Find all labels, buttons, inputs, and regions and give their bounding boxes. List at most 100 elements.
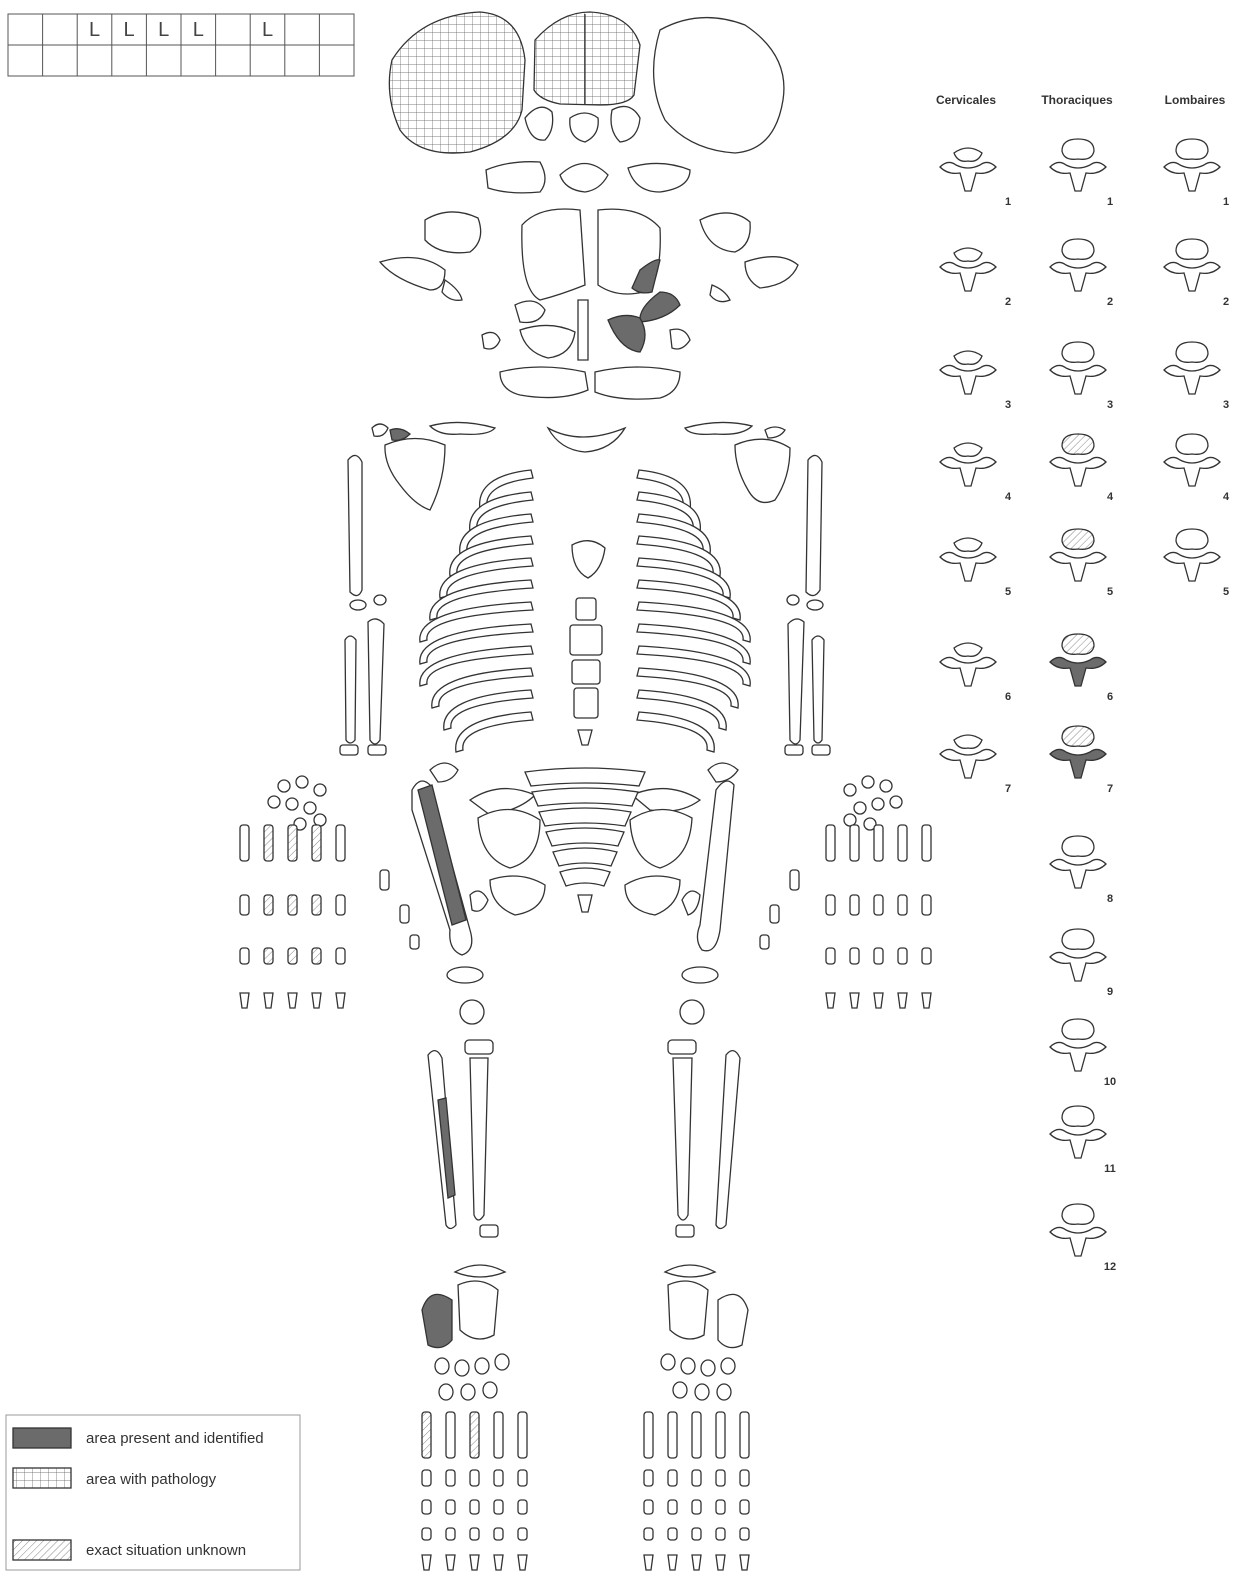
vertebral-body [1062, 726, 1094, 746]
vertebral-body [1062, 929, 1094, 949]
vertebral-arch [1050, 749, 1106, 778]
vertebra-number: 6 [1005, 691, 1011, 703]
tarsal [673, 1382, 687, 1398]
vertebra-number: 10 [1104, 1076, 1116, 1088]
carpal [854, 802, 866, 814]
calcaneus [668, 1281, 708, 1339]
phalanx [716, 1470, 725, 1486]
phalanx [240, 895, 249, 915]
phalanx [312, 993, 321, 1008]
vertebra-number: 5 [1005, 586, 1011, 598]
tarsal [681, 1358, 695, 1374]
phalanx [668, 1500, 677, 1514]
vertebra-number: 9 [1107, 986, 1113, 998]
thorax [372, 422, 790, 752]
right-scapula [735, 439, 790, 502]
phalanx [470, 1528, 479, 1540]
metacarpal [264, 825, 273, 861]
column-header-lumbar: Lombaires [1165, 93, 1226, 107]
right-ribs [637, 470, 750, 752]
vertebral-body [1176, 342, 1208, 362]
tooth-cell-label: L [89, 19, 100, 41]
vertebra-number: 2 [1107, 296, 1113, 308]
vertebrae-chart: Cervicales Thoraciques Lombaires 1234567… [936, 93, 1230, 1273]
phalanx [494, 1555, 503, 1570]
carpal [304, 802, 316, 814]
phalanx [422, 1528, 431, 1540]
carpal [314, 814, 326, 826]
phalanx [264, 993, 273, 1008]
vertebral-arch [1164, 457, 1220, 486]
carpal [844, 784, 856, 796]
tarsal [483, 1382, 497, 1398]
phalanx [692, 1528, 701, 1540]
vertebra-number: 3 [1223, 399, 1229, 411]
phalanx [644, 1528, 653, 1540]
carpal [844, 814, 856, 826]
phalanx [494, 1528, 503, 1540]
sacral-segment [539, 808, 631, 826]
carpal [268, 796, 280, 808]
tarsal [717, 1384, 731, 1400]
metatarsal [470, 1412, 479, 1458]
vertebral-arch [1050, 1129, 1106, 1158]
phalanx [240, 948, 249, 964]
frontal-bone [534, 12, 640, 105]
phalanx [288, 948, 297, 964]
vertebral-body [1176, 139, 1208, 159]
phalanx [716, 1500, 725, 1514]
vertebral-body [954, 443, 982, 456]
left-humerus [348, 455, 362, 595]
mandible-left [500, 367, 588, 398]
vertebra-number: 3 [1005, 399, 1011, 411]
thumb-phalanx [400, 905, 409, 923]
phalanx [826, 895, 835, 915]
metatarsal [494, 1412, 503, 1458]
thumb-phalanx [770, 905, 779, 923]
vertebra-number: 6 [1107, 691, 1113, 703]
talus [422, 1294, 452, 1347]
vertebra-number: 2 [1223, 296, 1229, 308]
vertebral-arch [1050, 859, 1106, 888]
dental-chart: LLLLL [8, 14, 354, 76]
vertebral-arch [940, 262, 996, 291]
tooth-cell-label: L [158, 19, 169, 41]
phalanx [922, 895, 931, 915]
legend-swatch-pathology [13, 1468, 71, 1488]
metatarsal [716, 1412, 725, 1458]
vertebral-arch [1164, 552, 1220, 581]
metacarpal [288, 825, 297, 861]
vertebra-number: 12 [1104, 1261, 1116, 1273]
vertebra-number: 7 [1107, 783, 1113, 795]
vertebral-arch [1050, 262, 1106, 291]
vertebral-arch [1050, 657, 1106, 686]
vertebral-arch [940, 749, 996, 778]
vertebral-arch [1050, 952, 1106, 981]
vertebral-body [954, 351, 982, 364]
tarsal [461, 1384, 475, 1400]
right-femur [697, 781, 734, 951]
phalanx [740, 1470, 749, 1486]
phalanx [494, 1470, 503, 1486]
vertebral-arch [1164, 162, 1220, 191]
phalanx [922, 948, 931, 964]
vertebral-body [954, 643, 982, 656]
left-maxilla [522, 209, 585, 300]
phalanx [922, 993, 931, 1008]
vertebral-body [954, 148, 982, 161]
legend-label-unknown: exact situation unknown [86, 1542, 246, 1559]
metacarpal [336, 825, 345, 861]
sacral-segment [553, 848, 617, 866]
metatarsal [446, 1412, 455, 1458]
phalanx [470, 1470, 479, 1486]
vertebral-arch [1050, 365, 1106, 394]
column-header-cervical: Cervicales [936, 93, 996, 107]
coccyx [578, 895, 592, 912]
metacarpal [850, 825, 859, 861]
phalanx [740, 1528, 749, 1540]
phalanx [446, 1500, 455, 1514]
phalanx [494, 1500, 503, 1514]
phalanx [850, 948, 859, 964]
phalanx [336, 993, 345, 1008]
